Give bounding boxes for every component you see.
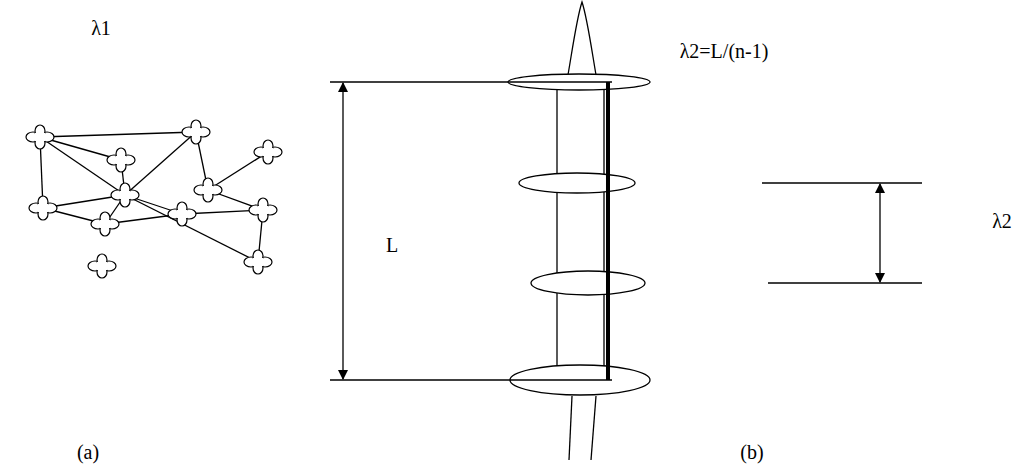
atom bbox=[254, 140, 282, 164]
atom bbox=[111, 183, 139, 207]
bond-line bbox=[208, 152, 268, 190]
dimension-arrow bbox=[879, 184, 880, 282]
panel-label: (a) bbox=[77, 441, 99, 463]
bond-line bbox=[40, 137, 125, 195]
extension-line bbox=[768, 282, 922, 283]
atom bbox=[194, 178, 222, 202]
atom bbox=[26, 125, 54, 149]
atom-core bbox=[97, 262, 107, 270]
atom-core bbox=[191, 128, 201, 136]
dimension-arrow bbox=[342, 83, 343, 379]
spacing-label: λ1 bbox=[91, 17, 111, 39]
extension-line bbox=[330, 379, 612, 380]
atom-core bbox=[258, 206, 268, 214]
trunk-edge bbox=[556, 86, 557, 380]
atom-core bbox=[263, 148, 273, 156]
side-arm bbox=[531, 271, 645, 295]
trunk-edge bbox=[603, 86, 604, 380]
atom bbox=[88, 254, 116, 278]
panel-label: (b) bbox=[740, 441, 763, 463]
trunk-edge bbox=[591, 396, 596, 460]
bond-line bbox=[40, 132, 196, 137]
dendrite bbox=[508, 2, 650, 460]
trunk-edge bbox=[569, 396, 572, 460]
atom bbox=[29, 196, 57, 220]
atoms bbox=[26, 120, 282, 278]
atom-core bbox=[35, 133, 45, 141]
atom-core bbox=[203, 186, 213, 194]
atom bbox=[182, 120, 210, 144]
atom bbox=[249, 198, 277, 222]
length-bar bbox=[606, 82, 610, 380]
atom-core bbox=[177, 210, 187, 218]
atom-core bbox=[120, 191, 130, 199]
atom-core bbox=[116, 156, 126, 164]
spacing-label: λ2 bbox=[992, 210, 1012, 232]
dimension-label: L bbox=[386, 234, 398, 256]
dimension-lines bbox=[330, 82, 922, 380]
extension-line bbox=[762, 182, 922, 183]
bond-line bbox=[125, 195, 258, 262]
formula-label: λ2=L/(n-1) bbox=[680, 40, 769, 62]
atom bbox=[91, 212, 119, 236]
bond-line bbox=[125, 132, 196, 195]
side-arm bbox=[519, 173, 635, 193]
atom bbox=[168, 202, 196, 226]
atom-core bbox=[38, 204, 48, 212]
atom-network bbox=[40, 132, 268, 262]
atom-core bbox=[100, 220, 110, 228]
extension-line bbox=[330, 81, 612, 82]
atom-core bbox=[253, 258, 263, 266]
atom bbox=[107, 148, 135, 172]
atom bbox=[244, 250, 272, 274]
